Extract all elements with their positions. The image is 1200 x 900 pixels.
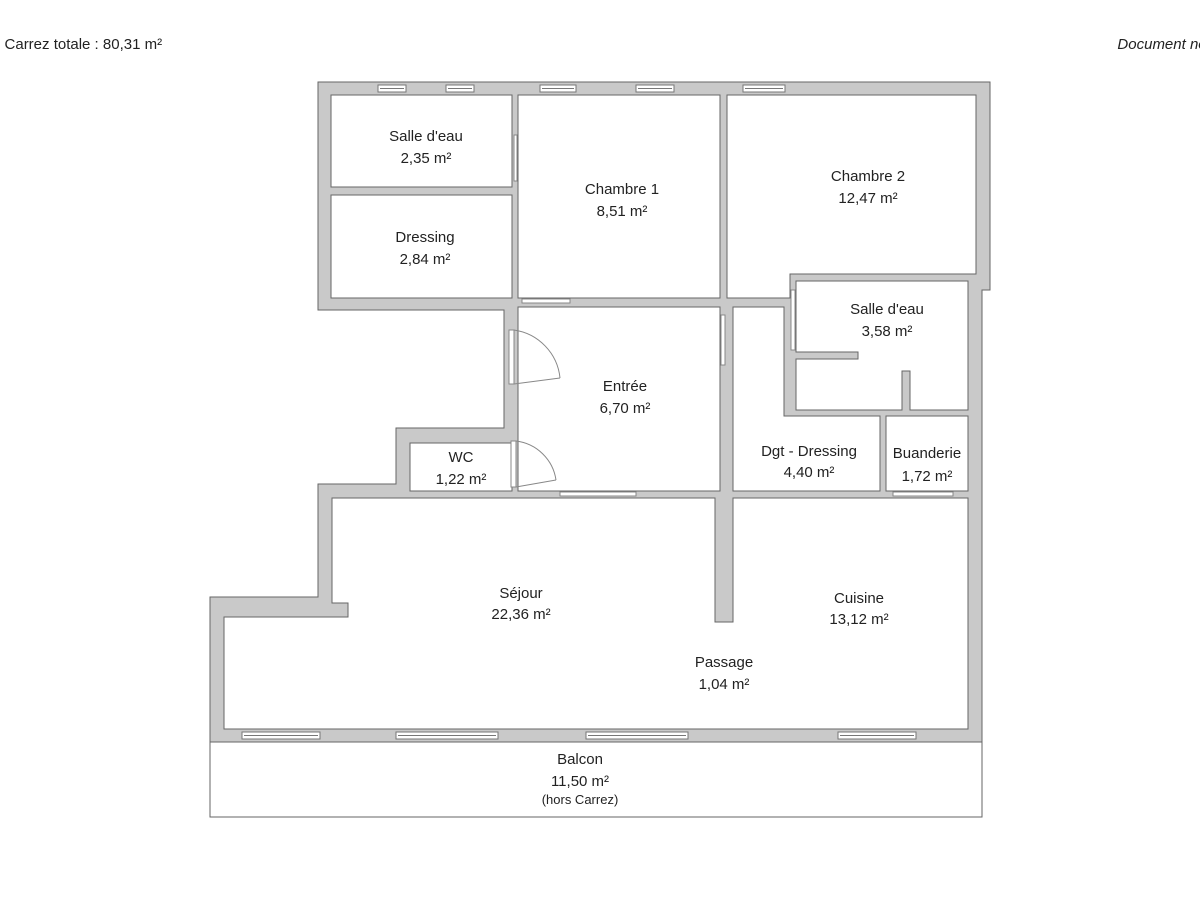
balcony-area: [209, 741, 983, 818]
room-sejour: [223, 497, 969, 730]
area-chambre-2: 12,47 m²: [838, 190, 897, 207]
label-wc: WC: [449, 449, 474, 466]
room-entree: [517, 306, 721, 492]
room-chambre-2: [726, 94, 977, 299]
room-salle-eau-1: [330, 94, 513, 188]
area-sejour: 22,36 m²: [491, 606, 550, 623]
room-labels: Salle d'eau 2,35 m² Chambre 1 8,51 m² Dr…: [389, 128, 961, 807]
label-chambre-1: Chambre 1: [585, 181, 659, 198]
label-salle-eau-1: Salle d'eau: [389, 128, 463, 145]
door-entree: [508, 329, 515, 385]
room-dgt-dressing: [732, 306, 881, 492]
area-salle-eau-2: 3,58 m²: [862, 323, 913, 340]
label-cuisine: Cuisine: [834, 590, 884, 607]
room-buanderie: [885, 415, 969, 492]
room-dressing: [330, 194, 513, 299]
room-wc: [409, 442, 513, 492]
area-cuisine: 13,12 m²: [829, 611, 888, 628]
door-chambre-2: [720, 314, 726, 366]
room-salle-eau-2: [795, 280, 969, 411]
total-area-label: cie loi Carrez totale : 80,31 m²: [0, 36, 163, 53]
area-balcon: 11,50 m²: [551, 773, 609, 790]
area-entree: 6,70 m²: [600, 400, 651, 417]
door-buanderie: [892, 491, 954, 497]
area-chambre-1: 8,51 m²: [597, 203, 648, 220]
area-salle-eau-1: 2,35 m²: [401, 150, 452, 167]
room-chambre-1: [517, 94, 721, 299]
label-salle-eau-2: Salle d'eau: [850, 301, 924, 318]
door-chambre-1: [521, 298, 571, 304]
door-salle-eau-1: [513, 134, 518, 182]
note-balcon: (hors Carrez): [542, 792, 619, 807]
door-sejour: [559, 491, 637, 497]
label-chambre-2: Chambre 2: [831, 168, 905, 185]
label-dressing: Dressing: [395, 229, 454, 246]
area-buanderie: 1,72 m²: [902, 468, 953, 485]
door-wc: [510, 440, 517, 488]
area-dressing: 2,84 m²: [400, 251, 451, 268]
label-dgt-dressing: Dgt - Dressing: [761, 443, 857, 460]
area-wc: 1,22 m²: [436, 471, 487, 488]
label-sejour: Séjour: [499, 585, 542, 602]
door-salle-eau-2: [790, 289, 796, 351]
label-passage: Passage: [695, 654, 753, 671]
area-passage: 1,04 m²: [699, 676, 750, 693]
label-entree: Entrée: [603, 378, 647, 395]
disclaimer-label: Document non cor: [1117, 36, 1200, 53]
area-dgt-dressing: 4,40 m²: [784, 464, 835, 481]
label-buanderie: Buanderie: [893, 445, 961, 462]
label-balcon: Balcon: [557, 751, 603, 768]
